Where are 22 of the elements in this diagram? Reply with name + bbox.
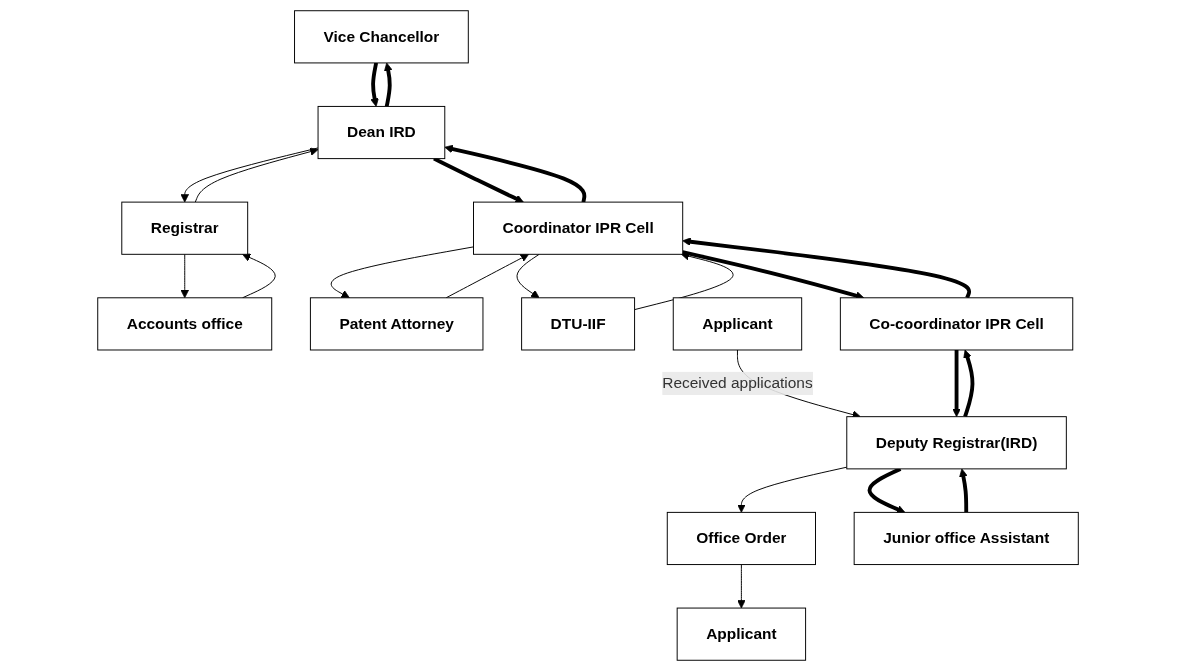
arrow (444, 144, 587, 203)
node-box: Deputy Registrar(IRD) (846, 416, 1068, 470)
arrow (384, 62, 393, 107)
arrow (952, 350, 962, 418)
node-box: Coordinator IPR Cell (473, 201, 684, 255)
arrow (682, 237, 972, 299)
node-box: DTU-IIF (521, 297, 636, 351)
node-box: Registrar (121, 201, 249, 255)
node-box: Dean IRD (318, 105, 446, 160)
node-box: Co-coordinator IPR Cell (840, 297, 1074, 351)
node-box: Office Order (667, 511, 817, 566)
arrow (963, 349, 975, 418)
edge-label: Received applications (662, 374, 814, 392)
node-box: Junior office Assistant (854, 511, 1080, 566)
arrow (959, 468, 969, 513)
node-box: Accounts office (97, 297, 273, 351)
arrow (370, 62, 380, 107)
node-box: Applicant (673, 297, 803, 351)
node-box: Vice Chancellor (294, 10, 470, 64)
node-box: Patent Attorney (310, 297, 484, 351)
node-box: Applicant (677, 607, 807, 661)
arrow (868, 467, 906, 514)
